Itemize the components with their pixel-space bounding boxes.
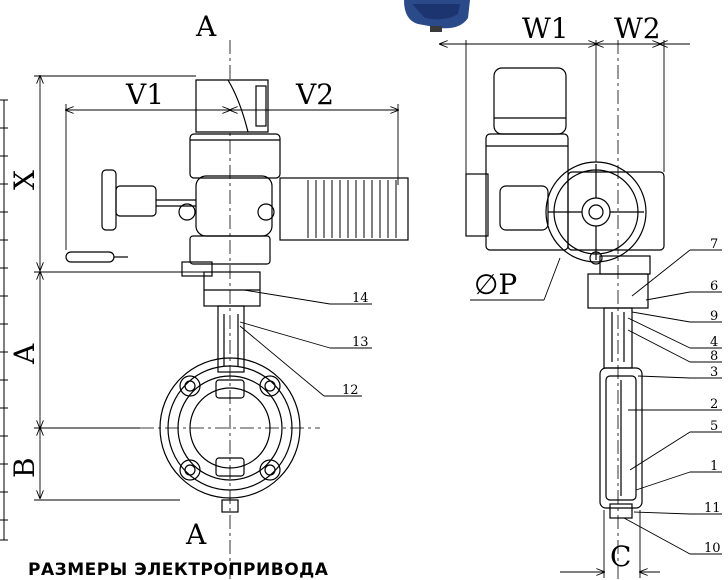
dim-label-c: C (610, 540, 631, 573)
callout-2: 2 (710, 397, 718, 412)
dim-label-p: ∅P (474, 268, 517, 301)
dim-label-w1: W1 (522, 12, 569, 45)
callout-9: 9 (710, 309, 718, 324)
dim-label-w2: W2 (614, 12, 661, 45)
right-dimension-lines (440, 40, 690, 578)
left-dimension-lines (34, 76, 398, 501)
dim-label-x: X (8, 170, 41, 190)
callout-5: 5 (710, 419, 718, 434)
callout-4: 4 (710, 335, 718, 350)
callout-12: 12 (342, 383, 359, 398)
dim-label-a: A (8, 343, 41, 365)
callout-3: 3 (710, 365, 718, 380)
section-mark-top: A (195, 10, 217, 43)
callout-8: 8 (710, 349, 718, 364)
left-table-edge (0, 99, 8, 541)
callout-14: 14 (352, 291, 369, 306)
callout-13: 13 (352, 335, 369, 350)
dim-label-v2: V2 (295, 78, 334, 111)
left-view (65, 40, 409, 580)
right-view (465, 40, 665, 580)
callout-1: 1 (710, 459, 718, 474)
dim-label-v1: V1 (125, 78, 164, 111)
product-photo-fragment (404, 0, 470, 32)
callout-10: 10 (704, 541, 721, 556)
callout-7: 7 (710, 237, 718, 252)
section-mark-bottom: A (185, 518, 207, 551)
callout-leaders (239, 249, 722, 555)
dim-label-b: B (8, 457, 41, 478)
callout-11: 11 (704, 501, 721, 516)
footer-title: РАЗМЕРЫ ЭЛЕКТРОПРИВОДА (28, 560, 329, 580)
callout-6: 6 (710, 279, 718, 294)
